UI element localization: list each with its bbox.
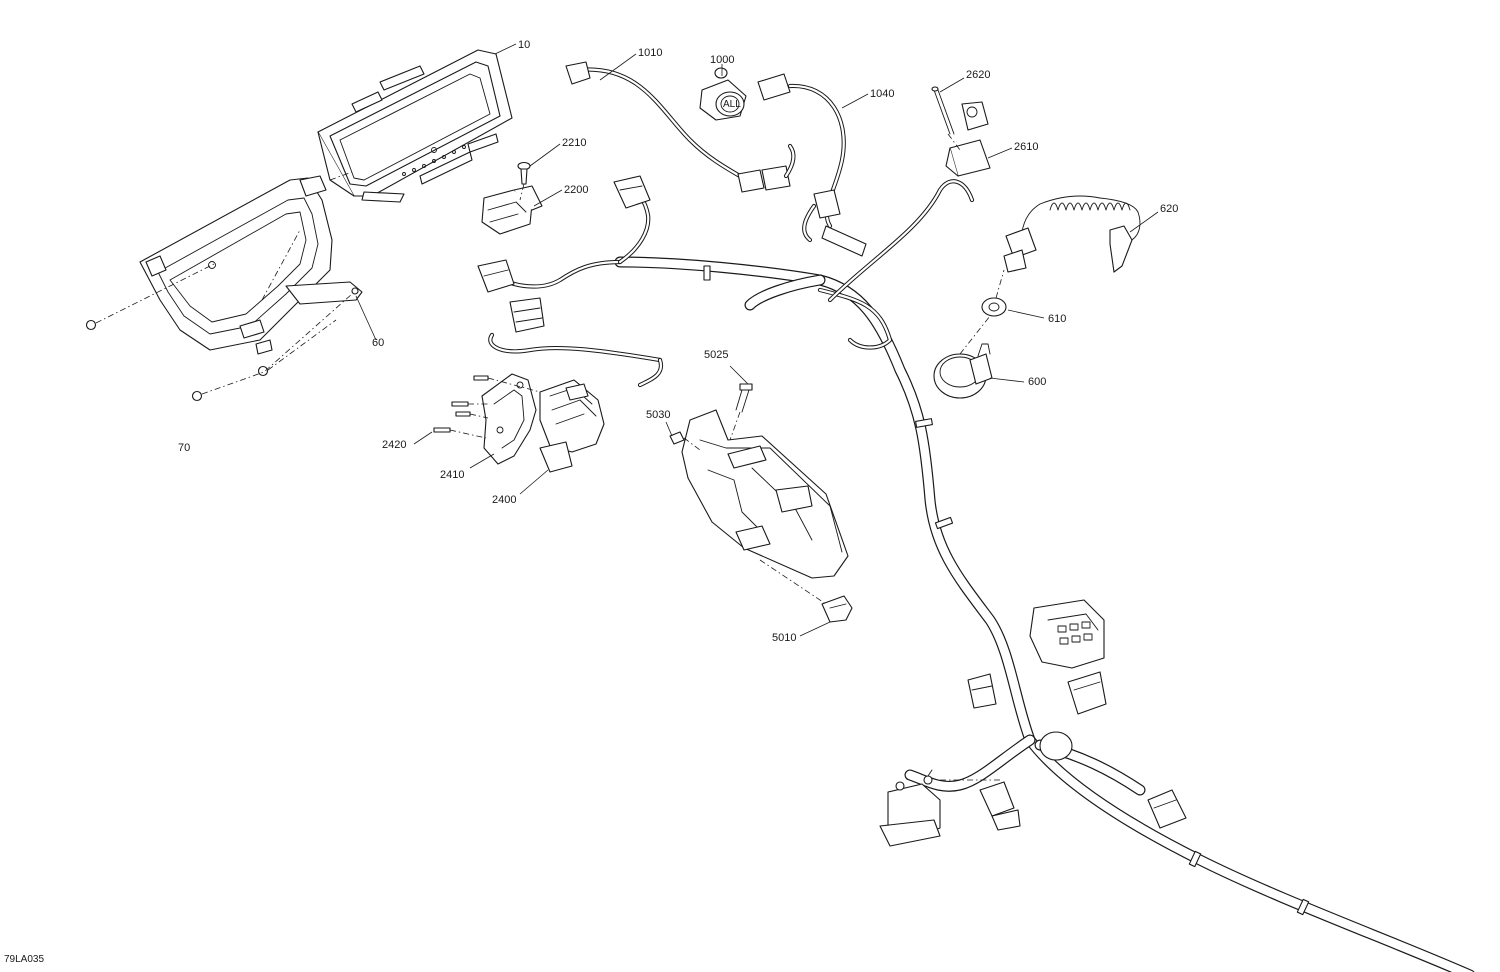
handlebar-switch-housing xyxy=(539,379,605,473)
fuse-box xyxy=(967,599,1107,761)
module-bolt xyxy=(735,383,753,413)
callout-1000: 1000 xyxy=(710,54,734,66)
main-wiring-harness xyxy=(488,179,1475,972)
callout-2200: 2200 xyxy=(564,184,588,196)
connector-screw xyxy=(517,161,531,185)
switch-bracket xyxy=(481,373,537,465)
callout-labels: 10 60 70 1010 1000 1040 2210 2200 2620 2… xyxy=(178,39,1178,644)
callout-2420: 2420 xyxy=(382,439,406,451)
bracket-bolts xyxy=(433,375,489,433)
callout-60: 60 xyxy=(372,337,384,349)
callout-2610: 2610 xyxy=(1014,141,1038,153)
assembly-lines xyxy=(95,133,1005,781)
instrument-cluster xyxy=(317,49,513,203)
bracket-screws xyxy=(85,319,269,402)
module-nut xyxy=(669,431,685,445)
accessory-lead-1040 xyxy=(757,73,867,257)
rocker-switch xyxy=(945,101,991,177)
cluster-support-bracket xyxy=(139,175,363,355)
harness-connector xyxy=(481,185,543,235)
callout-600: 600 xyxy=(1028,376,1046,388)
ignition-switch xyxy=(933,343,993,399)
callout-70: 70 xyxy=(178,442,190,454)
ring-washer xyxy=(981,297,1007,317)
socket-face-label: ALL xyxy=(723,99,741,110)
callout-5025: 5025 xyxy=(704,349,728,361)
callout-620: 620 xyxy=(1160,203,1178,215)
harness-end-connectors xyxy=(979,781,1187,831)
callout-2620: 2620 xyxy=(966,69,990,81)
figure-code: 79LA035 xyxy=(4,954,44,965)
callout-1010: 1010 xyxy=(638,47,662,59)
callout-2400: 2400 xyxy=(492,494,516,506)
callout-2210: 2210 xyxy=(562,137,586,149)
callout-1040: 1040 xyxy=(870,88,894,100)
callout-leaders xyxy=(355,43,1159,637)
indicator-row xyxy=(402,145,466,176)
electronic-control-module xyxy=(681,409,849,579)
callout-10: 10 xyxy=(518,39,530,51)
callout-5010: 5010 xyxy=(772,632,796,644)
module-clip xyxy=(821,595,853,623)
tether-cord xyxy=(1003,195,1141,273)
accessory-harness-1010 xyxy=(565,61,796,193)
callout-2410: 2410 xyxy=(440,469,464,481)
starter-solenoid xyxy=(879,769,941,847)
switch-screw xyxy=(931,86,955,135)
callout-610: 610 xyxy=(1048,313,1066,325)
branch-connectors xyxy=(477,175,651,333)
power-socket: ALL xyxy=(699,67,747,121)
callout-5030: 5030 xyxy=(646,409,670,421)
